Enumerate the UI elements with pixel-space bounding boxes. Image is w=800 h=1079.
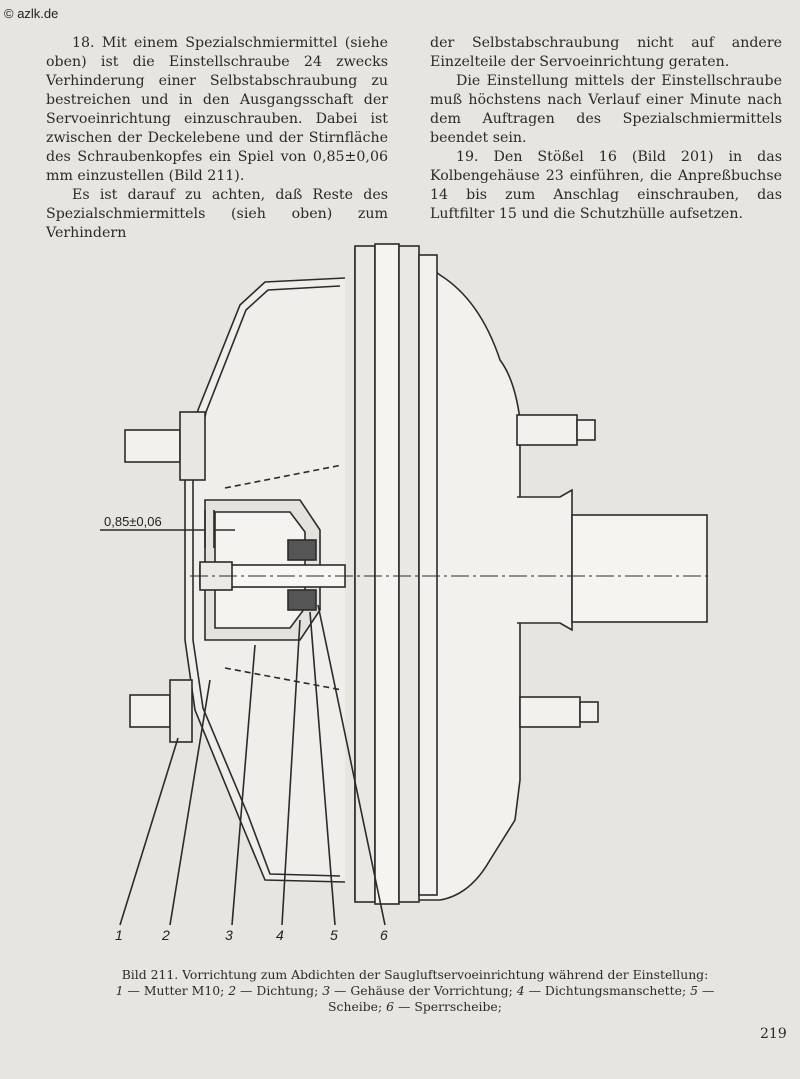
seal — [287, 539, 317, 561]
flange — [517, 488, 573, 632]
label-3: 3 — [225, 927, 233, 943]
stud — [579, 701, 599, 723]
caption-legend: 1 — Mutter M10; 2 — Dichtung; 3 — Gehäus… — [115, 983, 715, 1014]
diaphragm-plate — [418, 254, 438, 896]
diaphragm-plate — [374, 243, 400, 905]
stud — [576, 419, 596, 441]
stud — [519, 696, 581, 728]
technical-drawing: 0,85±0,06 1 2 3 4 5 6 — [100, 243, 710, 943]
right-column: der Selbstabschraubung nicht auf andere … — [430, 34, 782, 224]
label-6: 6 — [380, 927, 388, 943]
paragraph-continued: der Selbstabschraubung nicht auf andere … — [430, 35, 782, 70]
bolt — [129, 694, 171, 728]
label-4: 4 — [276, 927, 284, 943]
diaphragm-plate — [354, 245, 376, 903]
paragraph-18: 18. Mit einem Spezialschmiermittel (sieh… — [46, 35, 388, 184]
left-column: 18. Mit einem Spezialschmiermittel (sieh… — [46, 34, 388, 243]
paragraph-19: 19. Den Stößel 16 (Bild 201) in das Kolb… — [430, 149, 782, 222]
label-1: 1 — [115, 927, 123, 943]
output-shaft — [571, 514, 708, 623]
label-2: 2 — [161, 927, 170, 943]
diaphragm-plate — [398, 245, 420, 903]
caption-title: Bild 211. Vorrichtung zum Abdichten der … — [121, 967, 709, 982]
stud — [516, 414, 578, 446]
paragraph-note: Es ist darauf zu achten, daß Reste des S… — [46, 187, 388, 241]
seal — [287, 589, 317, 611]
watermark: © azlk.de — [4, 6, 59, 21]
page-number: 219 — [760, 1026, 787, 1042]
bolt — [124, 429, 181, 463]
figure-caption: Bild 211. Vorrichtung zum Abdichten der … — [100, 967, 730, 1015]
paragraph-timing: Die Einstellung mittels der Einstellschr… — [430, 73, 782, 146]
dimension-label: 0,85±0,06 — [104, 514, 162, 529]
label-5: 5 — [330, 927, 338, 943]
